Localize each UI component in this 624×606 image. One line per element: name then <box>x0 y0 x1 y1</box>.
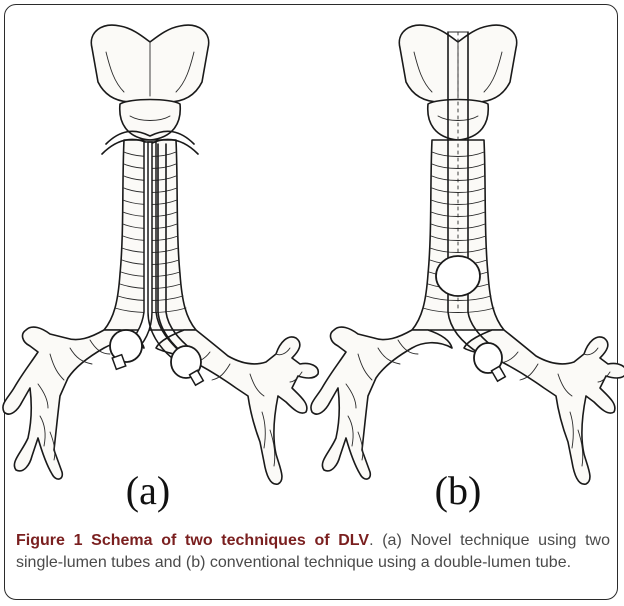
panel-a-label: (a) <box>126 468 170 513</box>
panel-b-airway <box>311 25 624 484</box>
panel-b-label: (b) <box>435 468 482 513</box>
panel-a-airway <box>3 25 318 484</box>
figure-caption: Figure 1 Schema of two techniques of DLV… <box>16 530 610 574</box>
airway-schematic: (a) (b) <box>0 0 624 530</box>
caption-title: Figure 1 Schema of two techniques of DLV <box>16 532 369 549</box>
